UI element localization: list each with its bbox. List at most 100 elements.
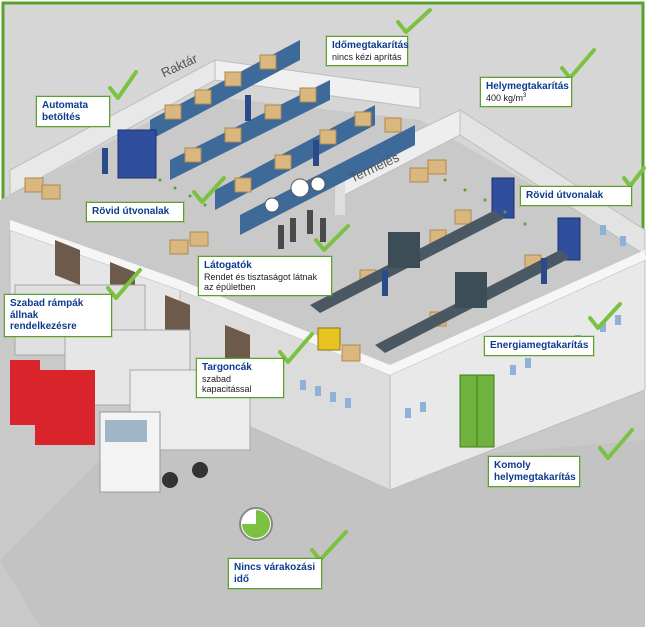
footprint [443, 178, 447, 182]
box [184, 147, 202, 163]
box [164, 104, 182, 120]
shelf-boxes [24, 54, 542, 362]
box [274, 154, 292, 170]
callout-subtitle: nincs kézi aprítás [332, 51, 402, 62]
callout-energy-saving: Energiamegtakarítás [484, 336, 594, 356]
dock-door [55, 240, 80, 285]
visitor [290, 218, 296, 242]
checkmark-icon [106, 268, 142, 300]
truck-cab-red [35, 370, 95, 445]
window [330, 392, 336, 402]
footprints [158, 178, 527, 226]
callout-visitors: Látogatók Rendet és tisztaságot látnak a… [198, 256, 332, 297]
window [525, 358, 531, 368]
callout-subtitle: 400 kg/m3 [486, 93, 566, 103]
thought-bubbles [264, 176, 326, 213]
checkmark-icon [314, 224, 350, 252]
balers [117, 129, 581, 261]
visitors-group [278, 210, 326, 249]
box [24, 177, 44, 193]
callout-title: Rövid útvonalak [92, 206, 170, 217]
window [405, 408, 411, 418]
window [315, 386, 321, 396]
checkmark-icon [192, 176, 226, 204]
box [427, 159, 447, 175]
box [234, 177, 252, 193]
checkmark-icon [588, 302, 622, 330]
window [615, 315, 621, 325]
window [510, 365, 516, 375]
window [420, 402, 426, 412]
machine-block [388, 232, 420, 268]
callout-title: Energiamegtakarítás [490, 340, 589, 351]
callout-title: Időmegtakarítás [332, 40, 409, 51]
conveyors [310, 210, 570, 353]
box [264, 104, 282, 120]
box [454, 209, 472, 225]
box [299, 87, 317, 103]
box [169, 239, 189, 255]
box [41, 184, 61, 200]
worker [245, 95, 251, 121]
window [345, 398, 351, 408]
box [189, 231, 209, 247]
callout-big-space-saving: Komoly helymegtakarítás [488, 456, 580, 487]
bubble [264, 197, 280, 213]
callout-title: Látogatók [204, 260, 252, 271]
footprint [483, 198, 487, 202]
box [319, 129, 337, 145]
box [354, 111, 372, 127]
visitor [307, 210, 313, 234]
box [409, 167, 429, 183]
footprint [188, 194, 192, 198]
callout-subtitle: Rendet és tisztaságot látnak az épületbe… [204, 271, 318, 292]
callout-title: Targoncák [202, 362, 252, 373]
box [384, 117, 402, 133]
window [300, 380, 306, 390]
footprint [173, 186, 177, 190]
dock-door [165, 295, 190, 340]
truck-windshield [105, 420, 147, 442]
callout-space-saving: Helymegtakarítás 400 kg/m3 [480, 77, 572, 107]
callout-title: Szabad rámpák állnak rendelkezésre [10, 298, 84, 332]
callout-no-waiting: Nincs várakozási idő [228, 558, 322, 589]
bubble [290, 178, 310, 198]
box [194, 89, 212, 105]
callout-subtitle: szabad kapacitással [202, 373, 252, 394]
box [224, 71, 242, 87]
callout-free-ramps: Szabad rámpák állnak rendelkezésre [4, 294, 112, 337]
bubble [310, 176, 326, 192]
worker [382, 270, 388, 296]
worker [313, 140, 319, 166]
window [600, 225, 606, 235]
callout-title: Komoly helymegtakarítás [494, 460, 576, 483]
shelf-rack [240, 125, 415, 235]
shelf-rack [170, 80, 330, 180]
workers [102, 95, 547, 296]
visitor [278, 225, 284, 249]
callout-auto-loading: Automata betöltés [36, 96, 110, 127]
machine-block [455, 272, 487, 308]
callout-title: Nincs várakozási idő [234, 562, 316, 585]
forklift [317, 327, 341, 351]
checkmark-icon [278, 332, 314, 364]
truck-wheel [162, 472, 178, 488]
visitor [320, 218, 326, 242]
footprint [503, 210, 507, 214]
baler [117, 129, 157, 179]
footprint [203, 203, 207, 207]
callout-forklifts: Targoncák szabad kapacitással [196, 358, 284, 399]
callout-time-saving: Időmegtakarítás nincs kézi aprítás [326, 36, 409, 66]
clock-icon-fill [242, 510, 270, 538]
checkmark-icon [598, 428, 634, 460]
box [341, 344, 361, 362]
box [224, 127, 242, 143]
checkmark-icon [108, 70, 138, 100]
front-wall-right [389, 259, 646, 491]
warehouse-shelves [150, 40, 415, 235]
checkmark-icon [396, 8, 432, 34]
callout-short-routes-right: Rövid útvonalak [520, 186, 632, 206]
callout-title: Helymegtakarítás [486, 81, 569, 92]
callout-title: Automata betöltés [42, 100, 89, 123]
callout-subtitle-superscript: 3 [523, 92, 527, 99]
